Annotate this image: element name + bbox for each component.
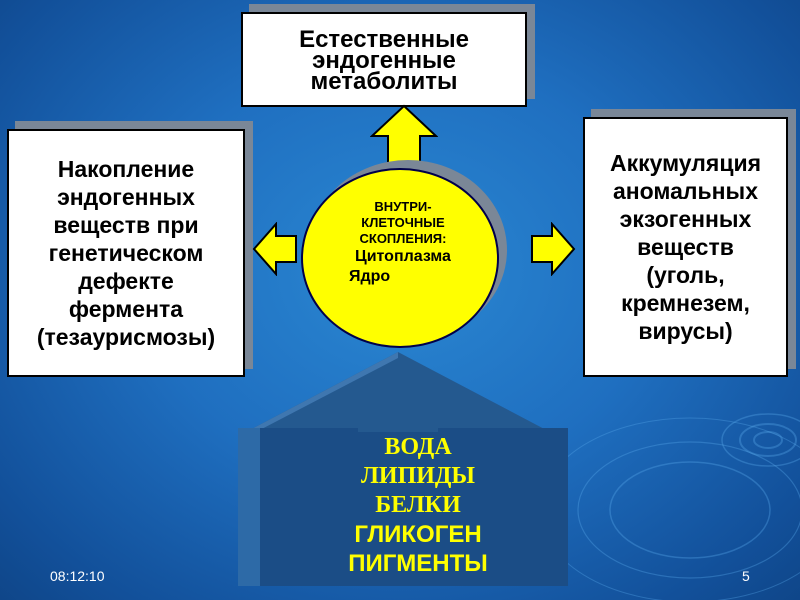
substance-item: БЕЛКИ <box>375 492 461 518</box>
box-line: (уголь, <box>646 262 725 288</box>
oval-line: КЛЕТОЧНЫЕ <box>361 215 445 230</box>
arrow-left-icon <box>252 222 297 276</box>
box-line: вирусы) <box>638 318 733 344</box>
box-line: экзогенных <box>619 206 752 232</box>
footer-time: 08:12:10 <box>50 568 105 584</box>
substance-item: ГЛИКОГЕН <box>354 521 482 548</box>
box-line: Накопление <box>57 156 195 182</box>
thesaurismoses-box: Накопление эндогенных веществ при генети… <box>7 129 245 377</box>
box-line: кремнезем, <box>621 290 750 316</box>
exogenous-substances-box: Аккумуляция аномальных экзогенных вещест… <box>583 117 788 377</box>
oval-line: Цитоплазма <box>355 248 451 265</box>
box-line: веществ при <box>53 212 199 238</box>
bottom-source-arrow <box>238 352 568 586</box>
oval-label: ВНУТРИ- КЛЕТОЧНЫЕ СКОПЛЕНИЯ: Цитоплазма … <box>333 199 473 287</box>
oval-line: СКОПЛЕНИЯ: <box>359 231 447 246</box>
arrow-right-icon <box>531 222 576 276</box>
substance-item: ПИГМЕНТЫ <box>348 550 488 577</box>
oval-line: Ядро <box>349 268 391 285</box>
substance-list: ВОДА ЛИПИДЫ БЕЛКИ ГЛИКОГЕН ПИГМЕНТЫ <box>268 433 568 578</box>
box-line: Естественные <box>299 26 469 53</box>
substance-item: ВОДА <box>384 434 452 460</box>
slide-number: 5 <box>742 568 750 584</box>
endogenous-metabolites-box: Естественные эндогенные метаболиты <box>241 12 527 107</box>
arrow-up-icon <box>370 104 438 169</box>
box-line: Аккумуляция <box>609 150 762 176</box>
box-line: эндогенных <box>57 184 195 210</box>
box-line: метаболиты <box>310 68 458 95</box>
intracellular-accumulation-oval <box>301 168 499 348</box>
box-line: эндогенные <box>312 47 456 74</box>
box-line: (тезаурисмозы) <box>36 324 216 350</box>
oval-line: ВНУТРИ- <box>374 199 432 214</box>
box-line: веществ <box>637 234 734 260</box>
box-line: аномальных <box>612 178 758 204</box>
box-line: фермента <box>68 296 184 322</box>
box-line: генетическом <box>48 240 204 266</box>
substance-item: ЛИПИДЫ <box>361 463 475 489</box>
box-line: дефекте <box>78 268 174 294</box>
